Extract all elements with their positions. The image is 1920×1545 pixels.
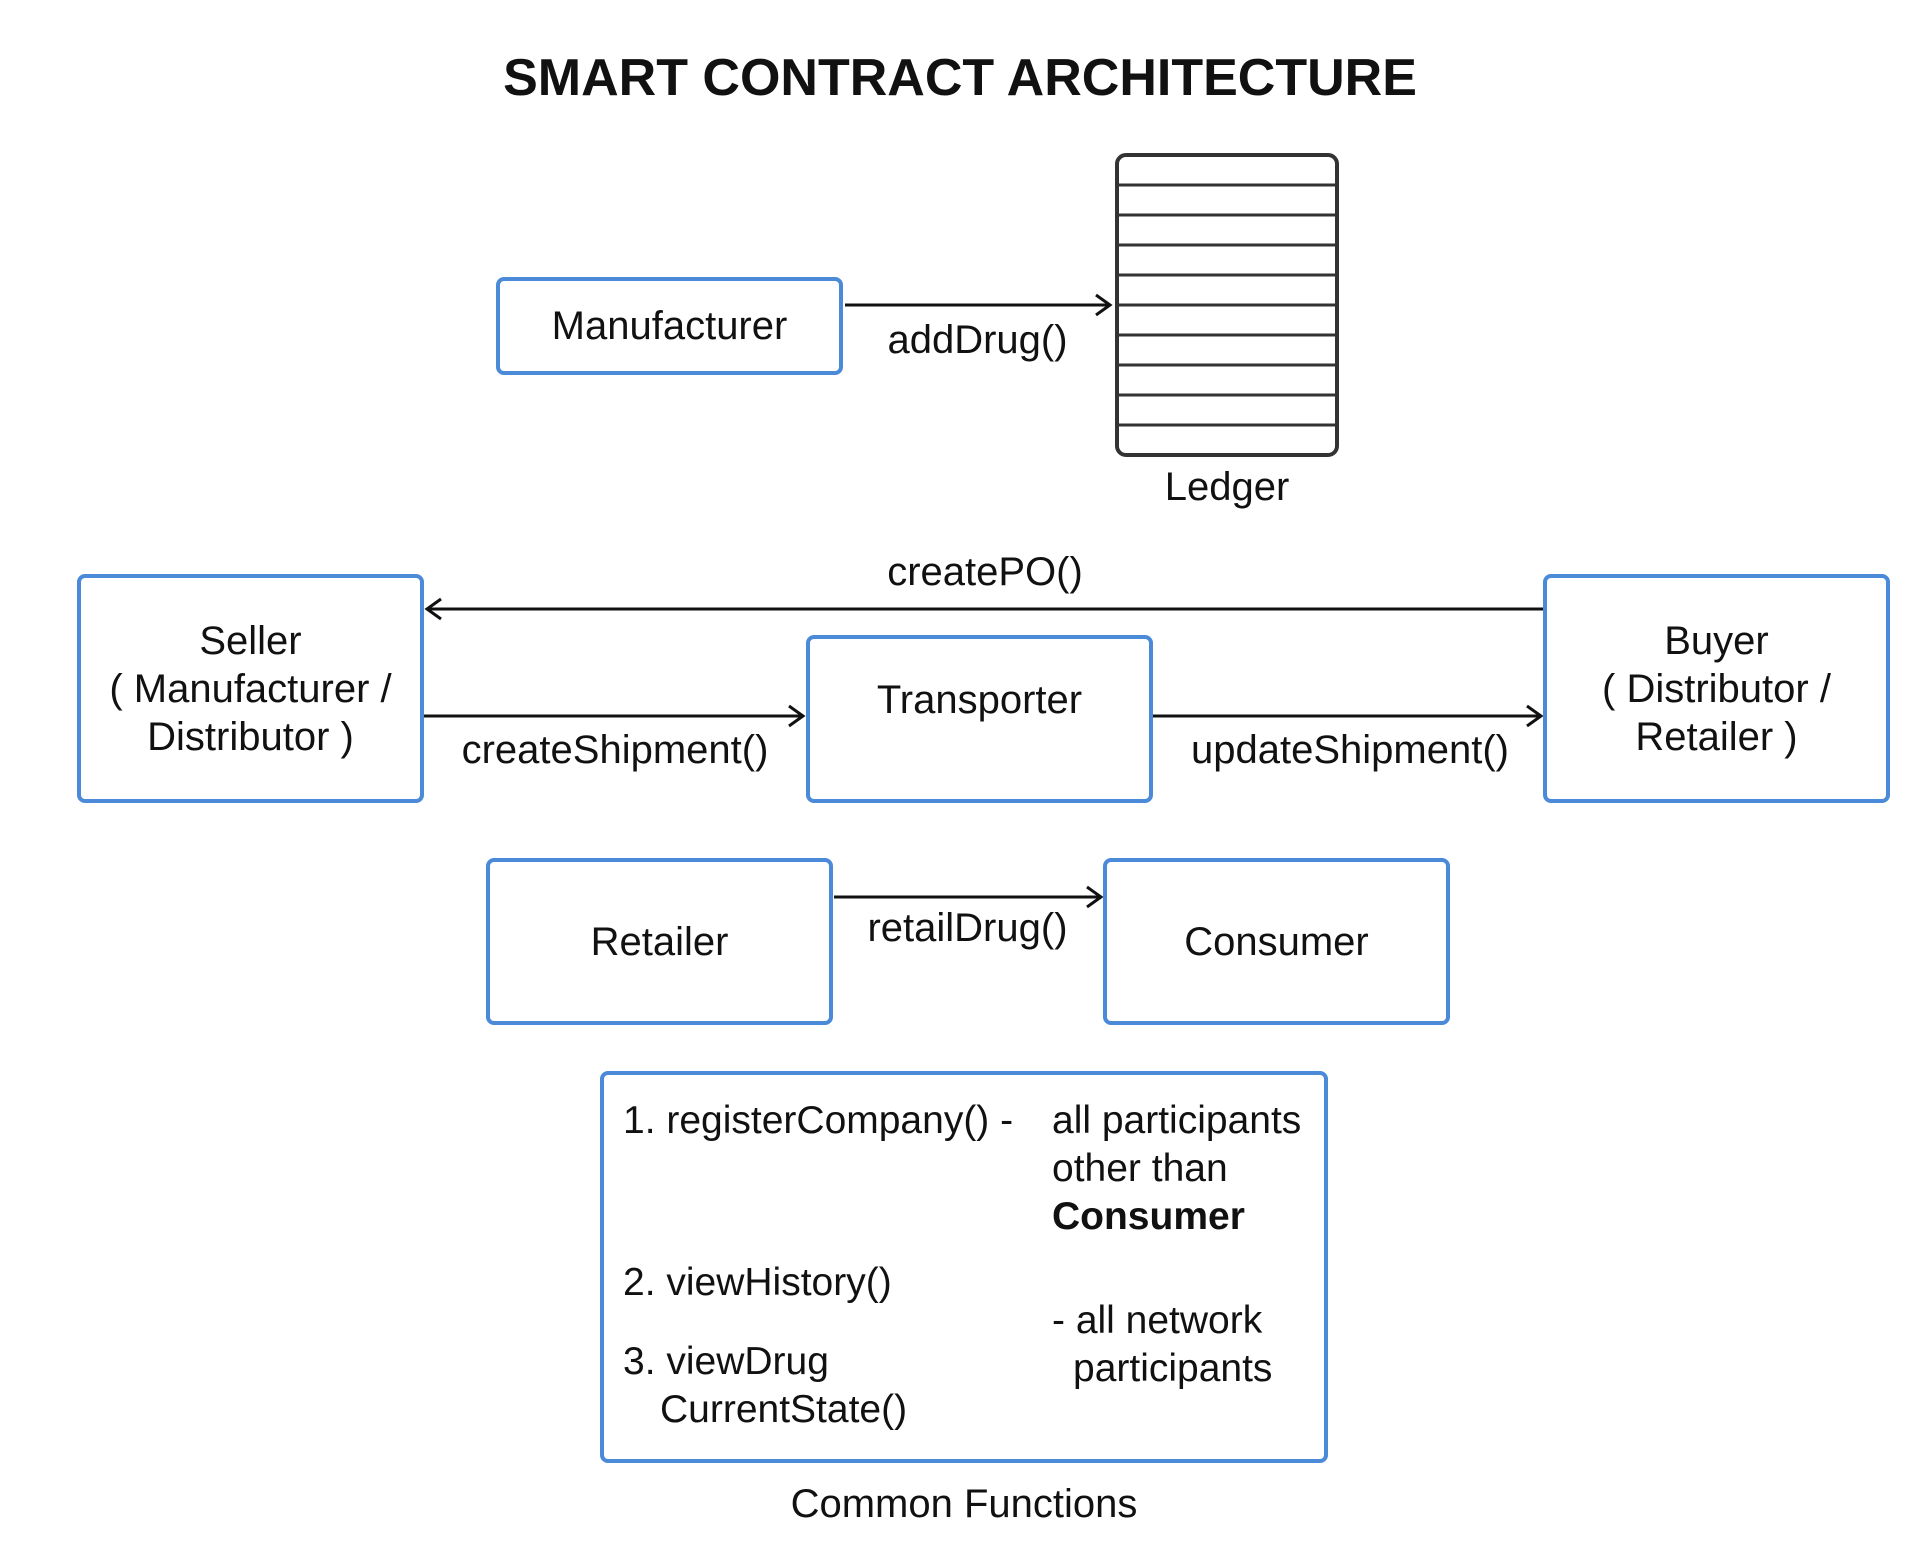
add-drug-label: addDrug(): [887, 318, 1068, 362]
register-company-desc-line2: other than: [1052, 1147, 1228, 1190]
retailer-node: Retailer: [486, 858, 833, 1025]
view-drug-item-line2: CurrentState(): [660, 1388, 908, 1431]
create-po-label: createPO(): [887, 550, 1083, 594]
view-history-item: 2. viewHistory(): [623, 1261, 892, 1304]
view-drug-item-line1: 3. viewDrug: [623, 1340, 829, 1383]
common-functions-box: [600, 1071, 1328, 1463]
update-shipment-label: updateShipment(): [1191, 728, 1509, 772]
buyer-node: Buyer ( Distributor / Retailer ): [1543, 574, 1890, 803]
network-participants-desc-line1: - all network: [1052, 1299, 1263, 1342]
consumer-node: Consumer: [1103, 858, 1450, 1025]
add-drug-arrow: [845, 293, 1113, 317]
network-participants-desc-line2: participants: [1073, 1347, 1273, 1390]
retail-drug-label: retailDrug(): [867, 906, 1068, 950]
ledger-icon: [1115, 153, 1339, 457]
seller-role-line2: Distributor ): [147, 714, 354, 759]
register-company-desc-bold: Consumer: [1052, 1195, 1245, 1238]
diagram-title: SMART CONTRACT ARCHITECTURE: [503, 49, 1417, 107]
transporter-node: Transporter: [806, 635, 1153, 803]
consumer-label: Consumer: [1184, 919, 1369, 964]
manufacturer-node: Manufacturer: [496, 277, 843, 375]
retailer-label: Retailer: [590, 919, 729, 964]
ledger-label: Ledger: [1164, 465, 1290, 509]
create-shipment-label: createShipment(): [461, 728, 769, 772]
register-company-desc-line1: all participants: [1052, 1099, 1302, 1142]
retail-drug-arrow: [834, 885, 1104, 909]
buyer-role-line1: ( Distributor /: [1602, 666, 1831, 711]
buyer-title: Buyer: [1664, 618, 1769, 663]
seller-title: Seller: [199, 618, 302, 663]
buyer-role-line2: Retailer ): [1635, 714, 1798, 759]
transporter-label: Transporter: [876, 678, 1083, 722]
manufacturer-label: Manufacturer: [551, 304, 788, 348]
create-shipment-arrow: [424, 704, 806, 728]
seller-node: Seller ( Manufacturer / Distributor ): [77, 574, 424, 803]
seller-role-line1: ( Manufacturer /: [109, 666, 392, 711]
update-shipment-arrow: [1153, 704, 1544, 728]
register-company-item: 1. registerCompany() -: [623, 1099, 1014, 1142]
common-functions-caption: Common Functions: [790, 1482, 1138, 1526]
create-po-arrow: [424, 597, 1545, 621]
